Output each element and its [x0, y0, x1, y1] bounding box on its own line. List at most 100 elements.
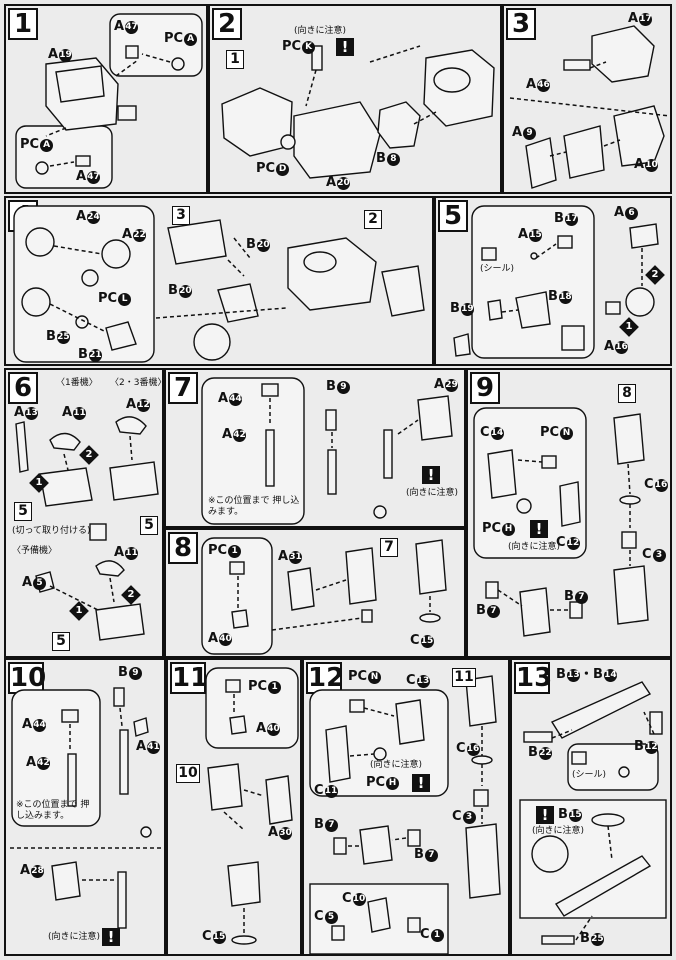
- label-separator: ・: [579, 667, 593, 682]
- shoulder-detail: [55, 65, 105, 103]
- label-number: D: [276, 163, 290, 176]
- part-a47: [75, 155, 91, 167]
- label-a40: A40: [208, 632, 233, 646]
- part-a17: [591, 25, 655, 83]
- step-9-illustration: [473, 407, 649, 637]
- caution-icon: !: [336, 38, 354, 56]
- label-letter: C: [642, 547, 652, 562]
- head-base: [95, 603, 145, 641]
- leg-assembly: [345, 547, 377, 605]
- part-b18: [515, 291, 551, 329]
- label-number: 9: [128, 667, 142, 680]
- label-letter: B: [634, 739, 644, 754]
- label-c12: C12: [556, 536, 580, 550]
- label-number: 30: [279, 827, 293, 840]
- label-letter: B: [118, 665, 128, 680]
- part-c3: [621, 531, 637, 549]
- leg-frame: [117, 871, 127, 929]
- leg-assembly: [207, 763, 243, 811]
- label-c15: C15: [410, 634, 434, 648]
- label-letter: A: [76, 209, 87, 224]
- order-mark: 2: [645, 265, 665, 285]
- polycap-a: [35, 161, 49, 175]
- label-number: 18: [558, 291, 572, 304]
- label-letter: B: [554, 211, 564, 226]
- detail-inset: [201, 377, 305, 525]
- heading-unit-1: 〈1番機〉: [56, 378, 98, 388]
- joint-part: [361, 609, 373, 623]
- sticker-detail: [561, 325, 585, 351]
- part-c15: [231, 935, 257, 945]
- label-letter: C: [456, 741, 466, 756]
- label-number: 20: [256, 239, 270, 252]
- leg-assembly: [465, 675, 497, 727]
- label-number: 17: [564, 213, 578, 226]
- heading-reserve-unit: 〈予備機〉: [12, 546, 58, 556]
- label-number: 3: [462, 811, 476, 824]
- part-b19: [487, 299, 503, 321]
- thruster-nozzle-detail: [193, 323, 231, 361]
- label-number: 25: [56, 331, 70, 344]
- label-c13: C13: [406, 674, 430, 688]
- label-number: 41: [147, 741, 161, 754]
- label-number: 19: [460, 303, 474, 316]
- label-a17: A17: [628, 12, 653, 26]
- label-a46: A46: [526, 78, 551, 92]
- label-letter: B: [564, 589, 574, 604]
- label-a41: A41: [136, 740, 161, 754]
- label-a24: A24: [76, 209, 101, 224]
- label-number: 20: [337, 177, 351, 190]
- label-a20: A20: [326, 176, 351, 190]
- label-a11: A11: [114, 546, 139, 560]
- reference-box: 1: [226, 50, 244, 69]
- label-c10: C10: [342, 892, 366, 906]
- step-number: 13: [514, 662, 553, 694]
- part-a46: [563, 59, 591, 71]
- label-letter: B: [450, 301, 460, 316]
- label-letter: C: [406, 673, 416, 688]
- label-a16: A16: [604, 340, 629, 354]
- polycap-n: [541, 455, 557, 469]
- step-5-illustration: [453, 205, 659, 359]
- label-number: 3: [652, 549, 666, 562]
- sight-detail: [531, 835, 569, 873]
- label-number: 15: [529, 229, 543, 242]
- label-letter: C: [420, 927, 430, 942]
- label-letter: A: [14, 405, 25, 420]
- seal-icon: [571, 751, 587, 765]
- label-letter: B: [592, 667, 603, 682]
- reference-box: 5: [140, 516, 158, 535]
- label-a22: A22: [122, 228, 147, 242]
- label-b13-b14: B13・B14: [556, 668, 617, 682]
- label-letter: C: [644, 477, 654, 492]
- label-a13: A13: [14, 405, 39, 420]
- part-a24: [25, 227, 55, 257]
- rifle-upper: [550, 681, 652, 739]
- label-number: 5: [33, 577, 47, 590]
- order-mark-number: 2: [127, 589, 135, 600]
- label-c14: C14: [480, 426, 504, 440]
- label-letter: PC: [98, 291, 118, 306]
- label-number: 15: [568, 809, 582, 822]
- step-1-illustration: [15, 13, 203, 189]
- step-number: 6: [8, 372, 38, 404]
- seal-label: (シール): [480, 264, 515, 274]
- polycap-1: [229, 561, 245, 575]
- step-number: 11: [170, 662, 209, 694]
- step-11-illustration: [205, 667, 299, 945]
- head-base: [39, 467, 93, 507]
- polycap-a: [171, 57, 185, 71]
- label-letter: C: [314, 909, 324, 924]
- label-number: 42: [233, 429, 247, 442]
- label-letter: A: [126, 397, 137, 412]
- label-number: 14: [490, 427, 504, 440]
